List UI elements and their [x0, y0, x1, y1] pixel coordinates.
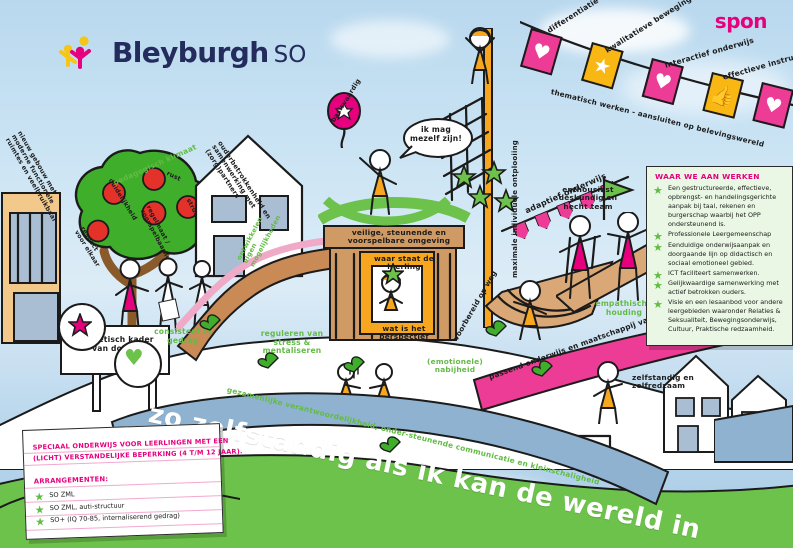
focus-area-item: ★Een gestructureerde, effectieve, opbren… — [653, 184, 777, 229]
consistent-label: consistent in gedrag — [154, 327, 212, 345]
cloud-decoration — [540, 8, 690, 54]
theory-label: theoretisch kader van dolen — [74, 335, 154, 353]
speech-label: ik mag mezelf zijn! — [409, 125, 463, 143]
blue-wall-right — [714, 404, 793, 463]
bleyburgh-figures-icon — [59, 36, 91, 69]
child-in-boat — [513, 280, 547, 340]
speech-bubble — [399, 118, 473, 159]
focus-areas-panel: WAAR WE AAN WERKEN ★Een gestructureerde,… — [646, 166, 793, 346]
focus-area-item: ★Gelijkwaardige samenwerking met actief … — [653, 278, 779, 297]
star-icon: ★ — [653, 278, 663, 292]
spon-logo-text: spon — [714, 9, 768, 33]
cloud-decoration — [330, 20, 450, 58]
focus-area-item: ★Visie en een lesaanbod voor andere leer… — [653, 298, 783, 334]
star-icon: ★ — [653, 240, 663, 254]
star-icon: ★ — [653, 268, 663, 282]
emotional-label: (emotionele) nabijheid — [427, 357, 483, 375]
star-icon: ★ — [653, 184, 663, 197]
star-cluster — [450, 160, 520, 213]
focus-areas-title: WAAR WE AAN WERKEN — [655, 172, 760, 181]
focus-area-item: ★Professionele Leergemeenschap — [653, 230, 772, 244]
school-building-left — [1, 192, 61, 344]
balloon — [327, 92, 361, 148]
star-green-icon — [382, 263, 404, 285]
treehouse-mid-label: waar staat de leerling — [374, 254, 434, 272]
child-bottom-right — [593, 361, 623, 424]
star-icon: ★ — [653, 298, 663, 312]
star-pink-icon — [68, 313, 92, 337]
heart-green-icon: ♥ — [124, 346, 144, 371]
stress-label: reguleren van stress & mentaliseren — [260, 329, 324, 355]
independent-label: zelfstandig en zelfredzaam — [632, 373, 695, 391]
green-pennant — [602, 176, 635, 220]
treehouse-top-label: veilige, steunende en voorspelbare omgev… — [347, 228, 451, 246]
star-icon: ★ — [34, 515, 46, 529]
star-icon: ★ — [653, 230, 663, 244]
brand-logo: Bleyburgh SO — [58, 32, 306, 72]
child-on-pole — [465, 27, 495, 84]
heart-badge — [114, 340, 162, 388]
spon-logo: spon — [714, 9, 768, 33]
empathy-label: empathische houding — [595, 299, 653, 317]
school-house — [194, 134, 304, 278]
main-banner-band — [110, 392, 670, 506]
focus-area-item: ★Eenduidige onderwijsaanpak en doorgaand… — [653, 240, 773, 267]
treehouse-low-label: wat is het perspectief — [379, 324, 429, 342]
teacher-figures-right — [559, 212, 647, 301]
treehouse — [318, 196, 471, 341]
target-group-panel: SPECIAAL ONDERWIJS VOOR LEERLINGEN MET E… — [22, 423, 243, 540]
team-label: enthousiast deskundig en hecht team — [558, 185, 618, 211]
hammock — [322, 196, 452, 226]
logo-suffix: SO — [273, 41, 307, 68]
bridge-ramp — [556, 236, 672, 314]
star-icon: ★ — [34, 502, 45, 517]
focus-area-item: ★ICT faciliteert samenwerken. — [653, 268, 760, 282]
logo-name: Bleyburgh — [112, 35, 269, 69]
child-with-balloon — [359, 149, 397, 215]
